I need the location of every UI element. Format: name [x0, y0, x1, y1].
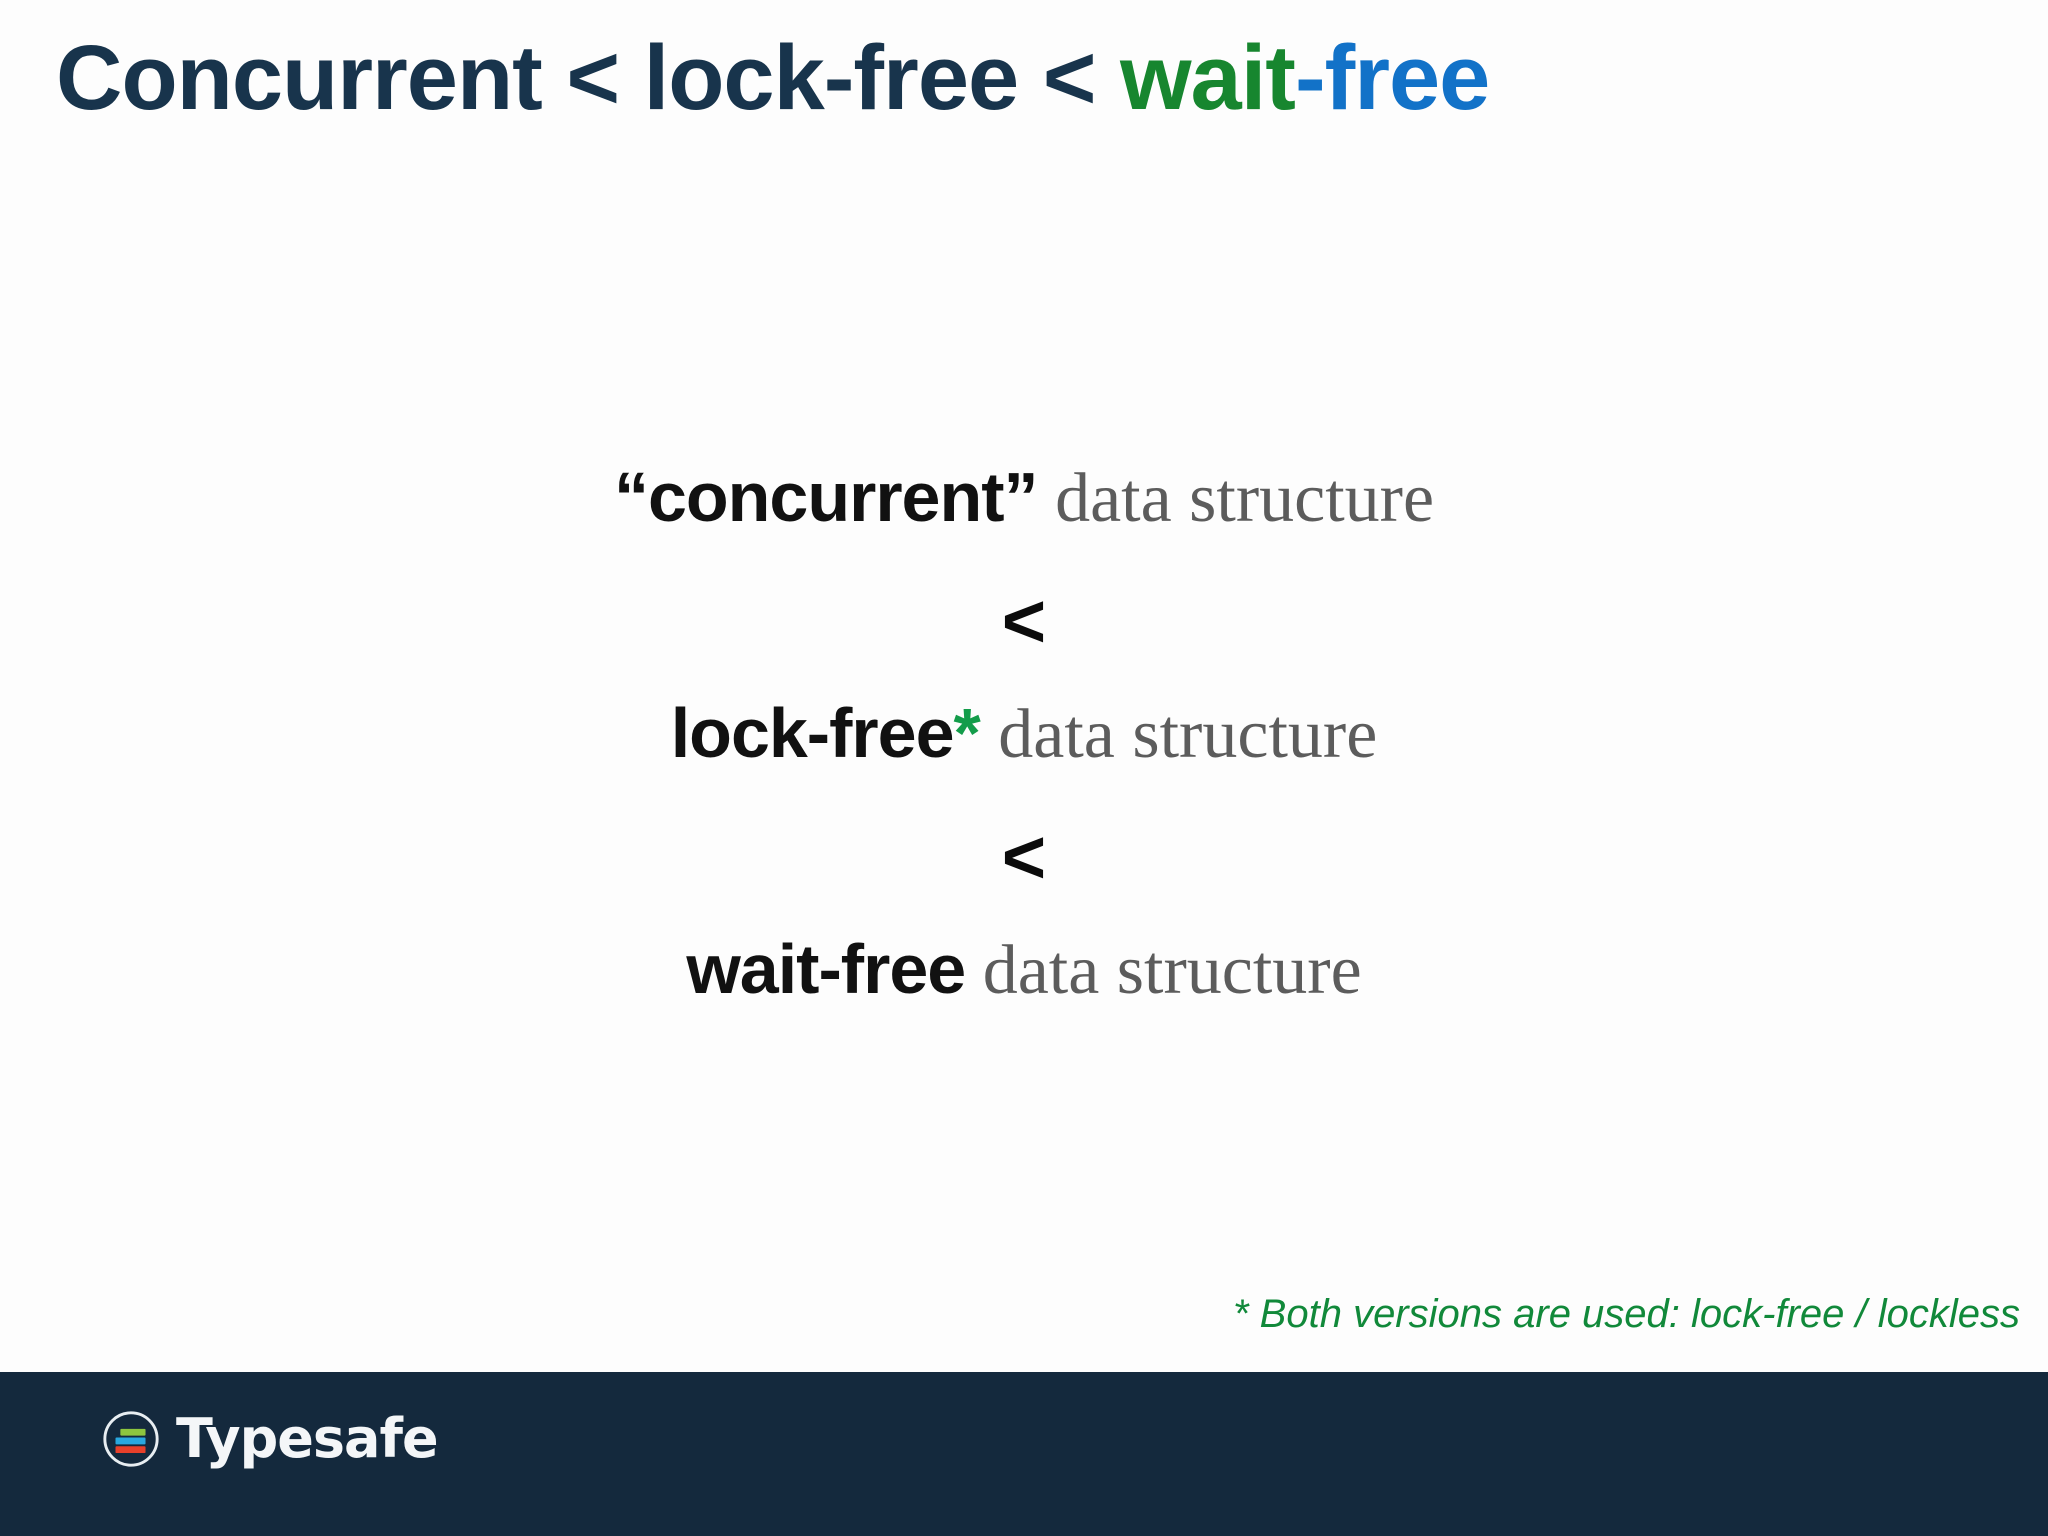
hierarchy-level-concurrent: “concurrent” data structure: [0, 462, 2048, 534]
spacer-4: [0, 896, 2048, 934]
spacer-3: [0, 770, 2048, 820]
less-than-operator-1: <: [1001, 579, 1047, 664]
term-lock-free: lock-free: [670, 694, 955, 772]
typesafe-wordmark: Typesafe: [176, 1407, 439, 1470]
hierarchy-level-wait-free: wait-free data structure: [0, 934, 2048, 1006]
term-wait-free: wait-free: [686, 930, 966, 1008]
title-part-blue: -free: [1294, 27, 1490, 129]
title-part-green: wait: [1120, 27, 1296, 129]
hierarchy-stack: “concurrent” data structure < lock-free*…: [0, 462, 2048, 1006]
footer-bar: Typesafe: [0, 1372, 2048, 1536]
term-concurrent: “concurrent”: [613, 458, 1039, 536]
typesafe-logo: Typesafe: [100, 1407, 439, 1470]
page-title: Concurrent < lock-free < wait-free: [56, 27, 1490, 129]
spacer-1: [0, 534, 2048, 584]
footnote-text: * Both versions are used: lock-free / lo…: [1232, 1292, 2020, 1336]
typesafe-mark-icon: [103, 1411, 159, 1467]
suffix-data-structure-1: data structure: [1037, 460, 1435, 537]
suffix-data-structure-3: data structure: [965, 932, 1362, 1009]
spacer-2: [0, 660, 2048, 698]
hierarchy-level-lock-free: lock-free* data structure: [0, 698, 2048, 770]
suffix-data-structure-2: data structure: [980, 696, 1378, 773]
title-part-navy: Concurrent < lock-free <: [56, 27, 1120, 129]
less-than-operator-2: <: [1001, 815, 1047, 900]
footnote-asterisk-marker: *: [953, 694, 981, 772]
